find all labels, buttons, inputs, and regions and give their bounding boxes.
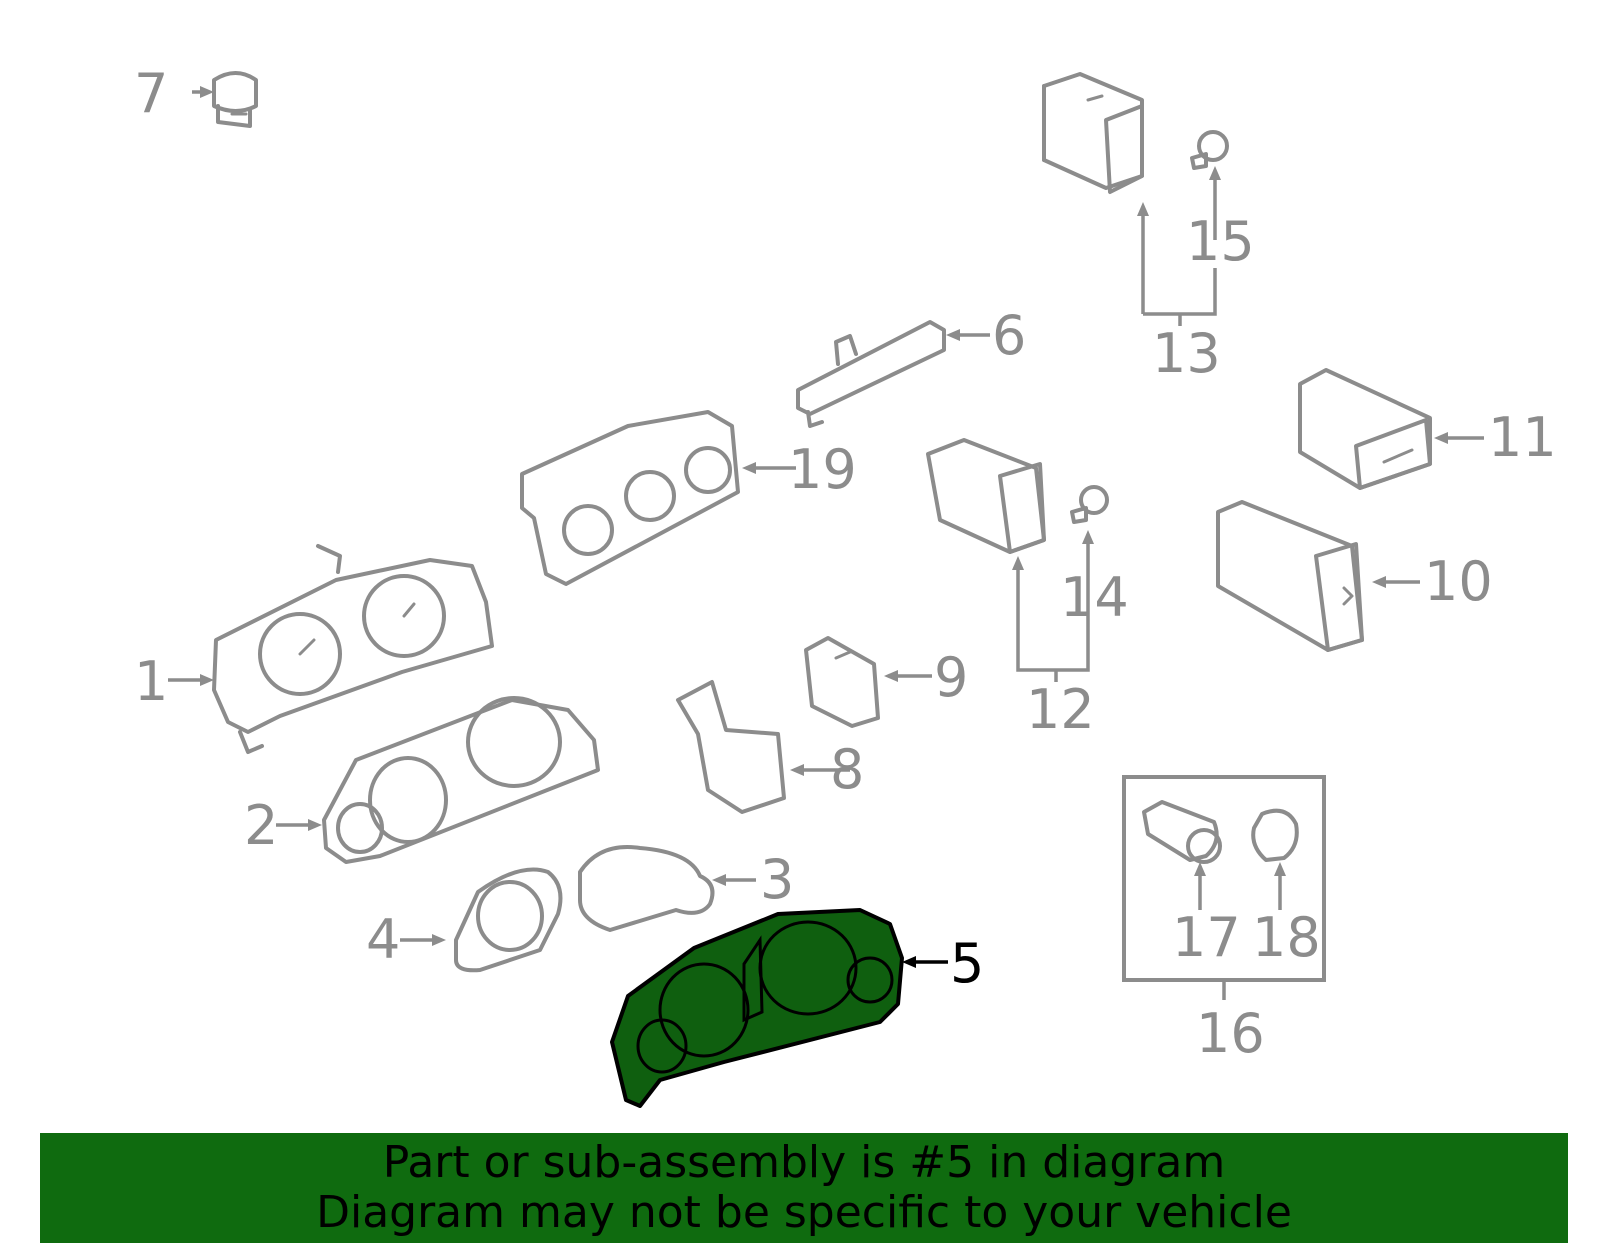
callout-1: 1 bbox=[134, 650, 168, 713]
callout-10: 10 bbox=[1424, 550, 1493, 613]
part-19-climate-control[interactable] bbox=[520, 410, 740, 586]
callout-13: 13 bbox=[1152, 322, 1221, 385]
part-2-housing[interactable] bbox=[322, 696, 600, 864]
info-banner: Part or sub-assembly is #5 in diagram Di… bbox=[40, 1133, 1568, 1243]
part-7-knob[interactable] bbox=[212, 71, 258, 128]
part-4-lens[interactable] bbox=[454, 867, 563, 973]
callout-9: 9 bbox=[934, 646, 968, 709]
callout-14: 14 bbox=[1060, 566, 1129, 629]
part-15-bulb[interactable] bbox=[1190, 130, 1229, 170]
callout-3: 3 bbox=[760, 848, 794, 911]
callout-6: 6 bbox=[992, 304, 1026, 367]
callout-16: 16 bbox=[1196, 1002, 1265, 1065]
part-8-switch[interactable] bbox=[676, 680, 786, 814]
callout-4: 4 bbox=[366, 908, 400, 971]
callout-17: 17 bbox=[1172, 906, 1241, 969]
banner-line-2: Diagram may not be specific to your vehi… bbox=[316, 1187, 1292, 1238]
callout-11: 11 bbox=[1488, 406, 1557, 469]
leader-lines bbox=[168, 86, 1484, 1000]
callout-5: 5 bbox=[950, 932, 984, 995]
part-13-switch[interactable] bbox=[1042, 72, 1144, 194]
part-10-switch[interactable] bbox=[1216, 500, 1364, 652]
part-5-highlighted-cluster[interactable] bbox=[610, 908, 904, 1108]
callout-8: 8 bbox=[830, 738, 864, 801]
callout-15: 15 bbox=[1186, 210, 1255, 273]
banner-line-1: Part or sub-assembly is #5 in diagram bbox=[382, 1137, 1226, 1188]
part-14-bulb[interactable] bbox=[1070, 485, 1109, 524]
part-11-switch[interactable] bbox=[1298, 368, 1432, 490]
part-12-switch[interactable] bbox=[926, 438, 1046, 554]
callout-7: 7 bbox=[134, 62, 168, 125]
callout-labels: 7 15 13 6 11 19 14 10 1 9 12 8 2 3 4 5 1… bbox=[134, 62, 1557, 1065]
callout-12: 12 bbox=[1026, 678, 1095, 741]
callout-19: 19 bbox=[788, 438, 857, 501]
part-9-switch[interactable] bbox=[804, 636, 880, 728]
part-3-lens[interactable] bbox=[578, 845, 715, 932]
part-6-strip[interactable] bbox=[796, 320, 946, 428]
callout-2: 2 bbox=[244, 794, 278, 857]
part-1-cluster[interactable] bbox=[212, 544, 494, 754]
callout-18: 18 bbox=[1252, 906, 1321, 969]
